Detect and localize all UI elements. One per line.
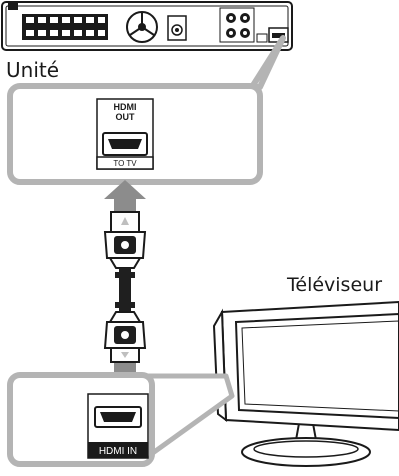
cable-bottom-plug: [103, 311, 147, 363]
unit-rear-panel: [1, 1, 293, 51]
av-jacks: [219, 7, 268, 43]
fan-icon: [126, 11, 158, 43]
tv-illustration: [212, 300, 399, 467]
hdmi-in-port: HDMI IN: [87, 393, 149, 459]
hdmi-out-port: HDMI OUT TO TV: [96, 98, 154, 170]
hdmi-out-title-line1: HDMI: [114, 102, 137, 112]
hdmi-in-label: HDMI IN: [99, 446, 137, 457]
up-arrow: [104, 180, 146, 212]
hdmi-out-subtitle: TO TV: [113, 159, 137, 168]
unit-callout: HDMI OUT TO TV: [7, 35, 286, 185]
speaker-terminals: [22, 14, 108, 40]
tv-label: Téléviseur: [287, 274, 382, 296]
cable-top-plug: [103, 211, 147, 269]
hdmi-out-title-line2: OUT: [116, 112, 136, 122]
tv-callout: HDMI IN: [7, 372, 235, 467]
unit-label: Unité: [6, 58, 60, 82]
small-jack: [167, 15, 187, 41]
hdmi-cable: [103, 211, 147, 363]
